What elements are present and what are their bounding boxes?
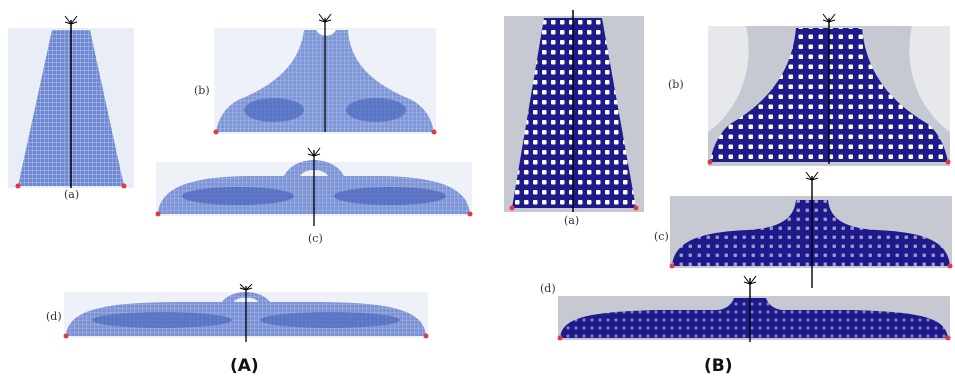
panel-b-d-svg: [557, 276, 951, 342]
load-arrow-icon: [239, 284, 253, 291]
support-point: [557, 335, 563, 341]
support-point: [633, 205, 639, 211]
support-point: [947, 263, 953, 269]
support-point: [707, 159, 713, 165]
grey-shadow-region: [708, 26, 749, 132]
panel-a-c: [154, 146, 476, 226]
particle-body: [512, 18, 636, 208]
support-point: [155, 211, 161, 217]
mesh-dense-region: [182, 187, 294, 205]
panel-b-d: [556, 276, 952, 346]
particle-body: [560, 298, 948, 338]
support-point: [213, 129, 219, 135]
label-b-b: (b): [668, 78, 684, 91]
panel-a-b-svg: [213, 13, 437, 135]
mesh-dense-region: [244, 98, 304, 122]
support-point: [121, 183, 127, 189]
load-arrow-icon: [64, 15, 78, 25]
load-arrow-icon: [805, 171, 819, 181]
caption-b: (B): [704, 356, 733, 376]
panel-b-c: [668, 170, 954, 288]
support-point: [945, 159, 951, 165]
panel-b-b-svg: [707, 13, 951, 166]
load-arrow-icon: [822, 13, 836, 23]
support-point: [15, 183, 21, 189]
mesh-dense-region: [346, 98, 406, 122]
label-a-c: (c): [308, 232, 323, 245]
label-b-d: (d): [540, 282, 556, 295]
support-point: [945, 335, 951, 341]
support-point: [63, 333, 69, 339]
label-b-a: (a): [564, 214, 580, 227]
support-point: [669, 263, 675, 269]
label-a-b: (b): [194, 84, 210, 97]
particle-body: [672, 200, 950, 266]
label-a-a: (a): [64, 188, 80, 201]
mesh-dense-region: [260, 312, 400, 328]
grey-shadow-region: [909, 26, 950, 132]
support-point: [467, 211, 473, 217]
panel-b-a-svg: [504, 10, 644, 212]
panel-a-a: [8, 14, 136, 192]
panel-a-d-svg: [63, 284, 429, 342]
load-arrow-icon: [743, 276, 757, 285]
caption-a: (A): [230, 356, 259, 376]
support-point: [431, 129, 437, 135]
label-b-c: (c): [654, 230, 669, 243]
support-point: [423, 333, 429, 339]
mesh-notch: [315, 29, 337, 37]
panel-a-d: [62, 284, 432, 344]
mesh-dense-region: [334, 187, 446, 205]
panel-a-b: [212, 12, 440, 138]
panel-a-a-svg: [8, 15, 134, 189]
support-point: [509, 205, 515, 211]
panel-b-b: [706, 12, 952, 168]
mesh-dense-region: [92, 312, 232, 328]
panel-b-c-svg: [669, 171, 953, 288]
load-arrow-icon: [307, 147, 321, 157]
panel-a-c-svg: [155, 147, 473, 226]
load-arrow-icon: [318, 13, 332, 23]
panel-b-a: [504, 8, 644, 214]
label-a-d: (d): [46, 310, 62, 323]
